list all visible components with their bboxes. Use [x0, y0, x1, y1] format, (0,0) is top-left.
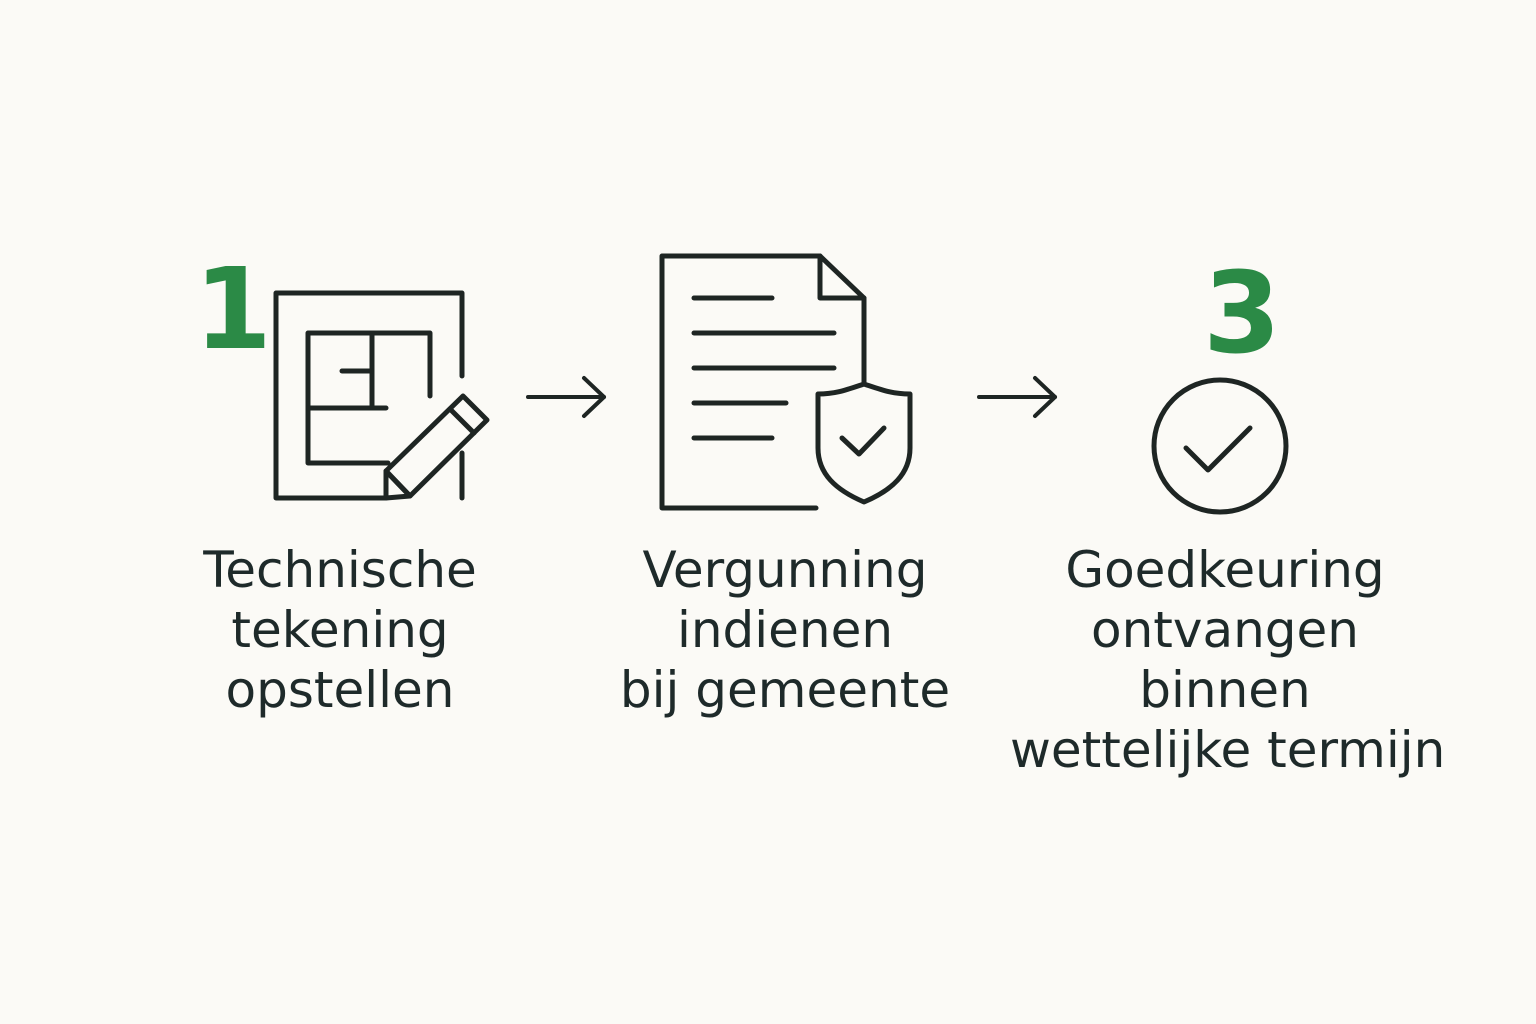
- document-shield-icon: [656, 250, 918, 514]
- step-2-label: Vergunning indienen bij gemeente: [600, 540, 970, 720]
- step-3-label-line: Goedkeuring: [1065, 541, 1385, 599]
- step-1-label: Technische tekening opstellen: [190, 540, 490, 720]
- step-1-label-line: opstellen: [225, 661, 455, 719]
- step-3-label-line: wettelijke termijn: [1010, 721, 1446, 779]
- step-1-label-line: tekening: [231, 601, 449, 659]
- check-circle-icon: [1148, 374, 1292, 518]
- floor-plan-pencil-icon: [270, 288, 495, 508]
- step-3-number: 3: [1203, 249, 1281, 379]
- step-1-label-line: Technische: [203, 541, 477, 599]
- step-2-label-line: Vergunning: [642, 541, 928, 599]
- arrow-right-icon: [975, 374, 1061, 420]
- step-3-label: Goedkeuring ontvangen binnen wettelijke …: [1010, 540, 1446, 780]
- step-3-label-line: binnen: [1139, 661, 1311, 719]
- arrow-right-icon: [524, 374, 610, 420]
- step-2-label-line: bij gemeente: [619, 661, 951, 719]
- step-1-number: 1: [194, 245, 272, 375]
- step-2-label-line: indienen: [676, 601, 894, 659]
- step-3-label-line: ontvangen: [1091, 601, 1359, 659]
